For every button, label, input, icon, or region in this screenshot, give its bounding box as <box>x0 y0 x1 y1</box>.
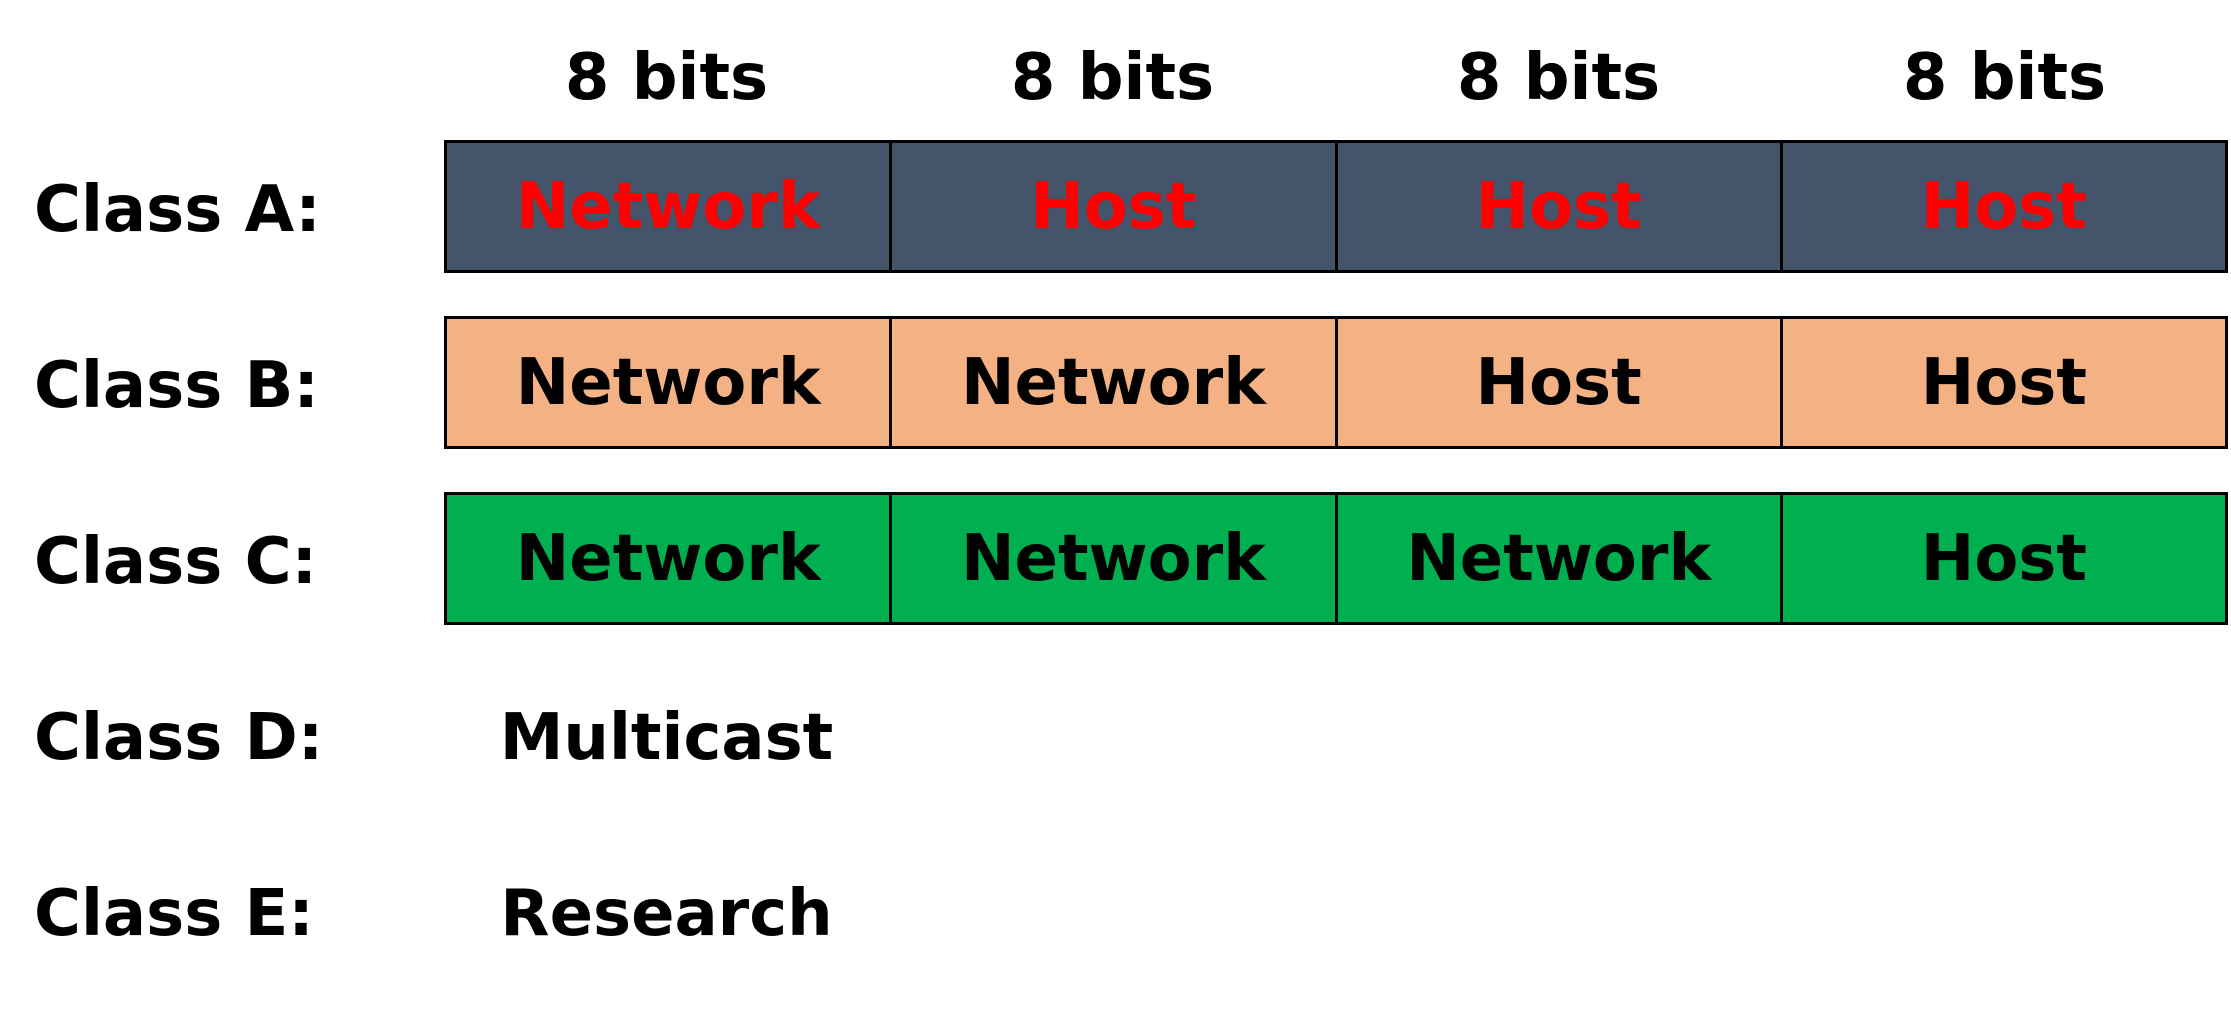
class-c-octet-2: Network <box>892 495 1338 622</box>
octet-2-bits-label: 8 bits <box>1010 41 1215 115</box>
octet-1-bits-label: 8 bits <box>564 41 769 115</box>
class-a-octet-4: Host <box>1782 143 2225 270</box>
octet-3-bits-label: 8 bits <box>1456 41 1661 115</box>
class-e-label: Class E: <box>34 877 314 951</box>
class-d-multicast-label: Multicast <box>499 701 834 775</box>
class-c-octet-4: Host <box>1782 495 2225 622</box>
class-c-octet-3: Network <box>1337 495 1783 622</box>
class-b-octet-1: Network <box>447 319 893 446</box>
class-e-research-label: Research <box>500 877 833 951</box>
class-a-row: Network Host Host Host <box>444 140 2228 273</box>
class-c-label: Class C: <box>34 525 318 599</box>
class-a-octet-2: Host <box>892 143 1338 270</box>
octet-4-bits-label: 8 bits <box>1902 41 2107 115</box>
class-b-octet-3: Host <box>1337 319 1783 446</box>
class-a-octet-1: Network <box>447 143 893 270</box>
class-b-row: Network Network Host Host <box>444 316 2228 449</box>
class-b-octet-2: Network <box>892 319 1338 446</box>
class-c-row: Network Network Network Host <box>444 492 2228 625</box>
class-a-octet-3: Host <box>1337 143 1783 270</box>
class-a-label: Class A: <box>34 173 321 247</box>
class-b-label: Class B: <box>34 349 319 423</box>
class-d-label: Class D: <box>34 701 324 775</box>
class-c-octet-1: Network <box>447 495 893 622</box>
class-b-octet-4: Host <box>1782 319 2225 446</box>
